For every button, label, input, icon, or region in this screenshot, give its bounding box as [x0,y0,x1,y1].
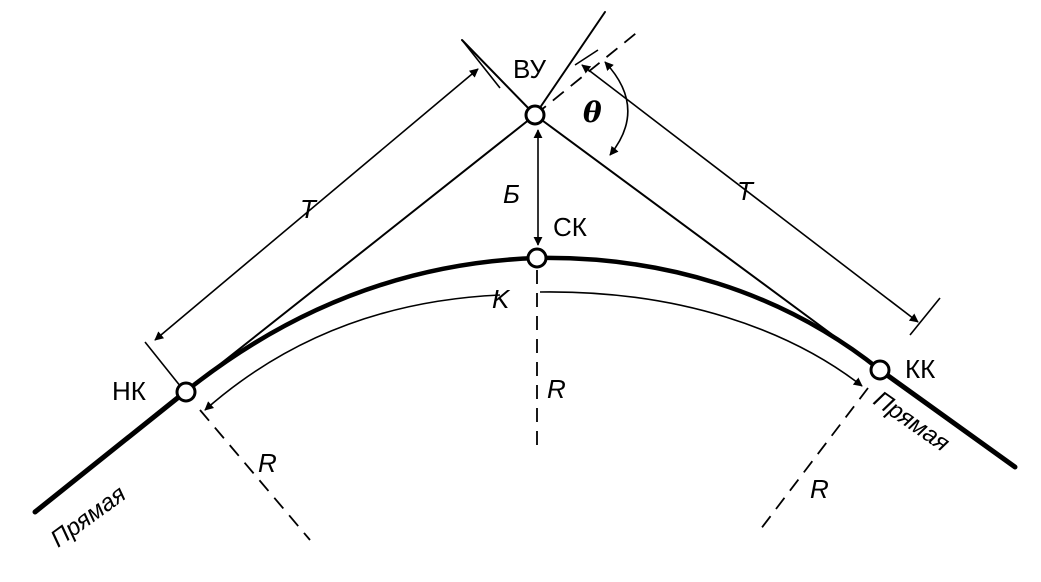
extension-line-left [461,39,536,116]
curve-middle-label: СК [553,212,587,242]
curve-length-arc-right [539,291,863,387]
tangent-dim-extension-right-b [909,297,941,336]
straight-label-right: Прямая [869,386,955,457]
extension-line-right [534,11,606,116]
radius-label-left: R [258,448,277,478]
radius-line-left [199,409,311,541]
straight-line-right [877,367,1018,470]
tangent-dimension-right [581,64,919,323]
deflection-angle-arc [604,61,629,156]
curve-start-point [175,381,197,403]
bisector-label: Б [503,179,520,209]
circular-curve [183,255,882,394]
curve-end-point [869,359,891,381]
curve-length-arc-left [204,294,501,411]
deflection-angle-label: θ [583,96,602,129]
tangent-length-label-right: T [737,176,755,206]
tangent-line-left [184,114,536,393]
radius-line-right [759,387,869,531]
tangent-length-label-left: T [300,194,318,224]
curve-middle-point [526,247,548,269]
curve-length-label: K [492,284,511,314]
tangent-dim-extension-right-a [574,49,599,66]
straight-line-left [32,389,188,515]
vertex-point [524,104,546,126]
curve-end-label: КК [905,354,935,384]
radius-label-right: R [810,474,829,504]
curve-start-label: НК [112,376,146,406]
tangent-dim-extension-left-a [144,341,186,393]
radius-label-middle: R [547,374,566,404]
tangent-dimension-left [154,68,479,341]
vertex-label: ВУ [513,54,546,84]
tangent-dim-extension-left-b [461,39,501,89]
